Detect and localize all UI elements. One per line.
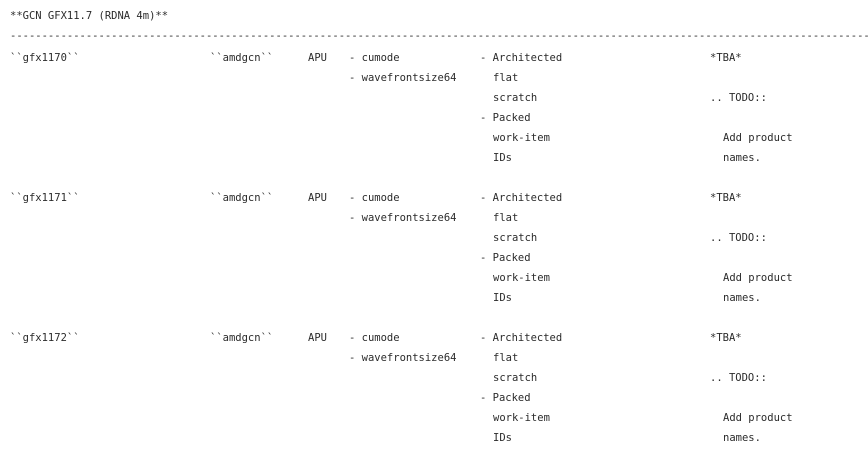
address-mapping-item: flat [493, 352, 519, 364]
product-names-item: names. [723, 292, 761, 304]
address-mapping-item: - Packed [480, 112, 531, 124]
target-triple: ``amdgcn`` [210, 332, 274, 344]
target-triple: ``amdgcn`` [210, 52, 274, 64]
address-mapping-item: work-item [493, 132, 550, 144]
feature-item: - cumode [349, 52, 400, 64]
address-mapping-item: - Architected [480, 52, 563, 64]
target-triple: ``amdgcn`` [210, 192, 274, 204]
address-mapping-item: scratch [493, 232, 538, 244]
product-names-item: .. TODO:: [710, 372, 767, 384]
product-names-item: .. TODO:: [710, 232, 767, 244]
address-mapping-item: - Packed [480, 392, 531, 404]
address-mapping-item: IDs [493, 152, 512, 164]
device-kind: APU [308, 332, 327, 344]
address-mapping-item: work-item [493, 272, 550, 284]
feature-item: - wavefrontsize64 [349, 212, 457, 224]
product-names-item: Add product [723, 272, 793, 284]
product-names-item: Add product [723, 412, 793, 424]
device-kind: APU [308, 52, 327, 64]
processor-name: ``gfx1171`` [10, 192, 80, 204]
address-mapping-item: - Packed [480, 252, 531, 264]
address-mapping-item: scratch [493, 372, 538, 384]
table-separator-rule: ----------------------------------------… [10, 30, 868, 42]
feature-item: - cumode [349, 192, 400, 204]
product-names-item: .. TODO:: [710, 92, 767, 104]
device-kind: APU [308, 192, 327, 204]
address-mapping-item: scratch [493, 92, 538, 104]
product-names-item: names. [723, 432, 761, 444]
address-mapping-item: work-item [493, 412, 550, 424]
feature-item: - wavefrontsize64 [349, 72, 457, 84]
address-mapping-item: IDs [493, 432, 512, 444]
address-mapping-item: IDs [493, 292, 512, 304]
product-names-item: *TBA* [710, 52, 742, 64]
feature-item: - cumode [349, 332, 400, 344]
address-mapping-item: - Architected [480, 332, 563, 344]
address-mapping-item: flat [493, 72, 519, 84]
processor-name: ``gfx1170`` [10, 52, 80, 64]
processor-name: ``gfx1172`` [10, 332, 80, 344]
product-names-item: names. [723, 152, 761, 164]
section-heading: **GCN GFX11.7 (RDNA 4m)** [10, 10, 169, 22]
product-names-item: *TBA* [710, 332, 742, 344]
product-names-item: *TBA* [710, 192, 742, 204]
address-mapping-item: flat [493, 212, 519, 224]
address-mapping-item: - Architected [480, 192, 563, 204]
product-names-item: Add product [723, 132, 793, 144]
feature-item: - wavefrontsize64 [349, 352, 457, 364]
